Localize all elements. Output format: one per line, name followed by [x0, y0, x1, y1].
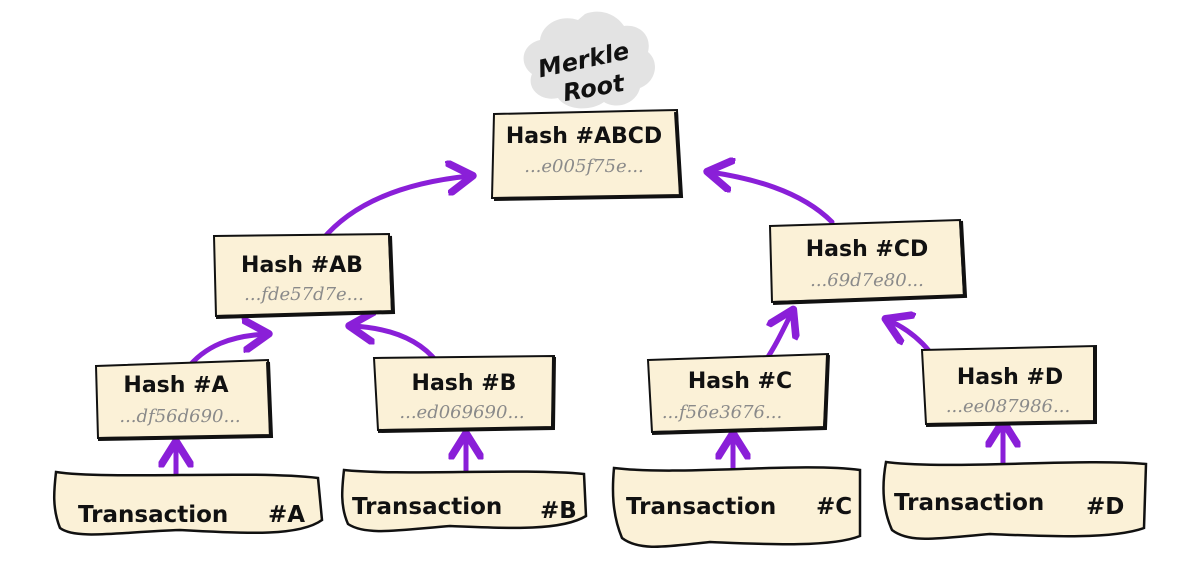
transaction-c: Transaction #C: [611, 466, 862, 548]
arrow-b-to-ab: [352, 326, 440, 365]
node-label: Hash #AB: [241, 253, 363, 278]
node-label: Hash #A: [123, 373, 228, 398]
box-shape: [882, 460, 1148, 541]
arrow-c-to-cd: [763, 312, 792, 363]
box-shadow-edge: [925, 347, 1097, 427]
node-hash: ...e005f75e...: [524, 156, 644, 177]
box-shadow-edge: [772, 220, 968, 305]
hash-node-abcd: Hash #ABCD ...e005f75e...: [490, 108, 684, 201]
node-label: Hash #B: [412, 371, 517, 396]
hash-node-a: Hash #A ...df56d690...: [94, 358, 274, 441]
node-label: Hash #CD: [806, 237, 929, 262]
box-shape: [341, 468, 588, 533]
arrow-cd-to-abcd: [710, 172, 835, 225]
node-label: Hash #C: [688, 369, 792, 394]
transaction-id: #A: [268, 502, 305, 528]
node-hash: ...ee087986...: [946, 396, 1070, 417]
transaction-label: Transaction: [894, 490, 1044, 516]
box-shadow-edge: [97, 361, 274, 441]
box-shape: [53, 470, 324, 536]
box-shadow-edge: [651, 354, 830, 435]
merkle-root-badge: Merkle Root: [523, 11, 655, 109]
arrow-ab-to-abcd: [319, 176, 470, 243]
node-label: Hash #D: [957, 365, 1063, 390]
transaction-b: Transaction #B: [341, 468, 588, 533]
transaction-a: Transaction #A: [53, 470, 324, 536]
transaction-label: Transaction: [626, 494, 776, 520]
box-shape: [611, 466, 862, 548]
node-hash: ...df56d690...: [119, 406, 240, 427]
transaction-d: Transaction #D: [882, 460, 1148, 541]
hash-node-b: Hash #B ...ed069690...: [372, 354, 556, 433]
transaction-id: #D: [1086, 494, 1124, 520]
node-hash: ...ed069690...: [399, 402, 524, 423]
transaction-label: Transaction: [78, 502, 228, 528]
transaction-label: Transaction: [352, 494, 502, 520]
transaction-id: #B: [540, 498, 577, 524]
node-hash: ...69d7e80...: [810, 270, 924, 291]
hash-node-ab: Hash #AB ...fde57d7e...: [212, 232, 396, 319]
hash-node-d: Hash #D ...ee087986...: [920, 344, 1098, 427]
node-label: Hash #ABCD: [506, 124, 662, 149]
arrows: [176, 172, 1003, 495]
hash-node-cd: Hash #CD ...69d7e80...: [768, 218, 968, 305]
node-hash: ...f56e3676...: [662, 402, 782, 423]
transaction-id: #C: [816, 494, 852, 520]
box-shadow-edge: [215, 235, 396, 319]
box-shadow-edge: [377, 356, 556, 433]
box-shadow-edge: [493, 111, 684, 201]
node-hash: ...fde57d7e...: [244, 284, 364, 305]
hash-node-c: Hash #C ...f56e3676...: [646, 352, 830, 435]
badge-cloud-shape: [523, 11, 655, 109]
